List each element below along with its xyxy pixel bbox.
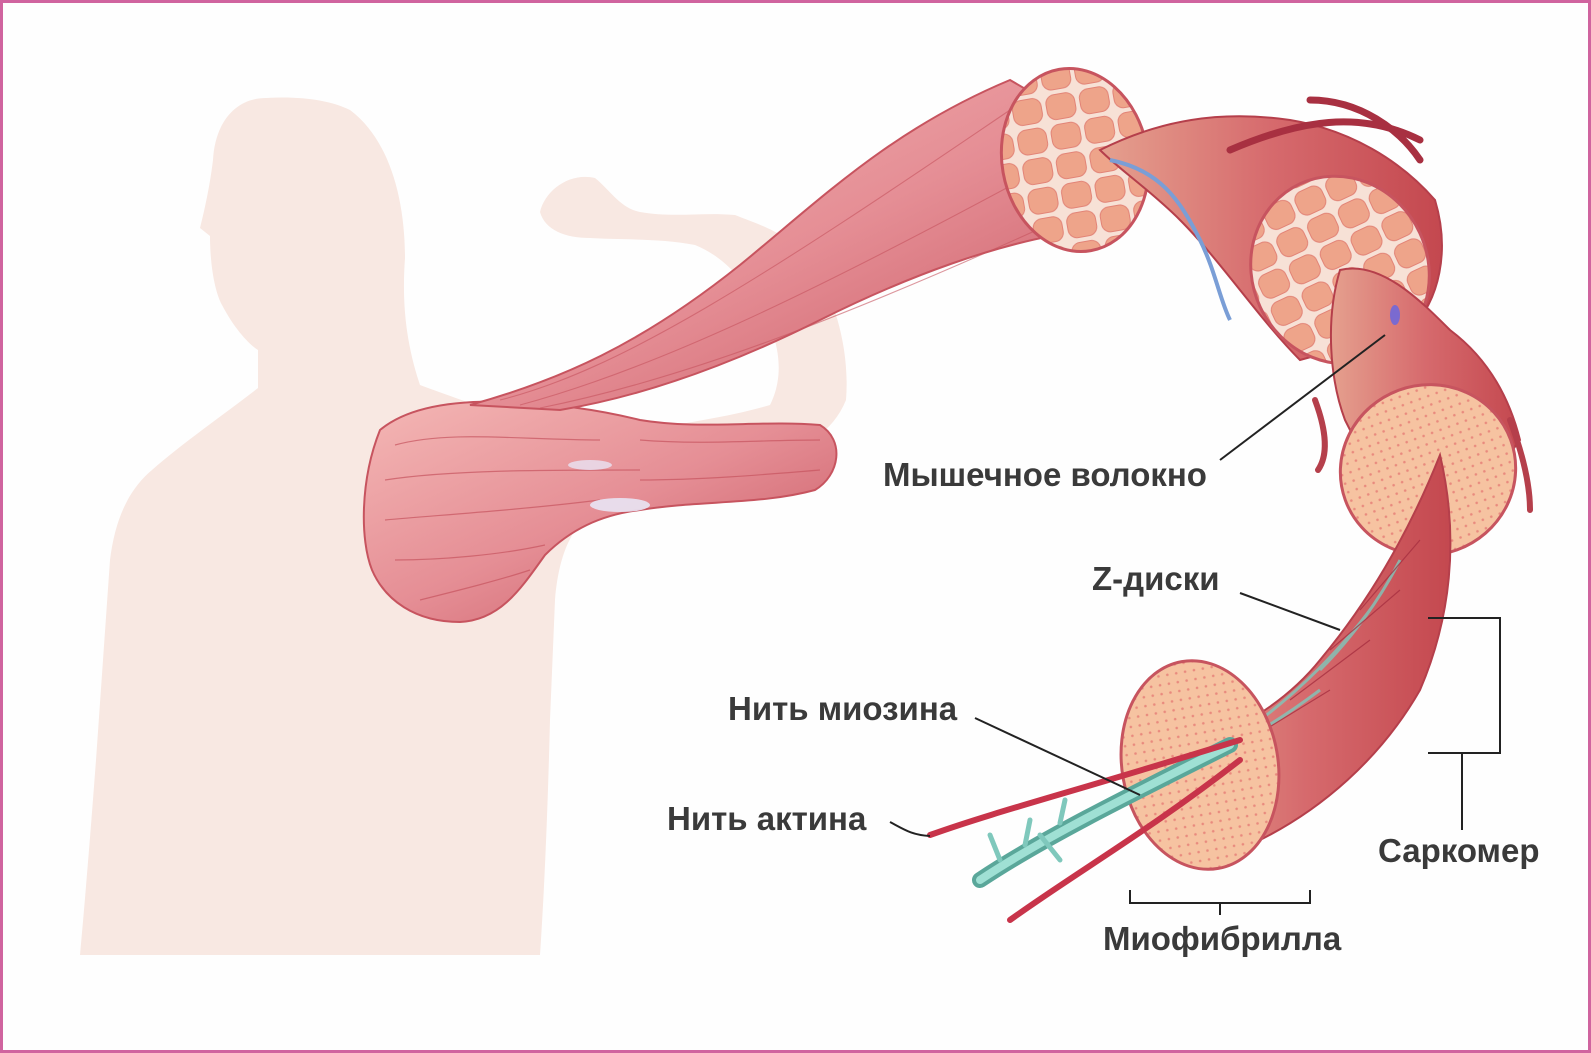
label-actin: Нить актина [667,800,867,837]
label-sarcomere: Саркомер [1378,832,1539,869]
arm-muscle-group [364,402,837,622]
label-muscle-fiber: Мышечное волокно [883,456,1207,493]
label-myofibril: Миофибрилла [1103,920,1342,957]
label-z-discs: Z-диски [1092,560,1220,597]
label-myosin: Нить миозина [728,690,958,727]
